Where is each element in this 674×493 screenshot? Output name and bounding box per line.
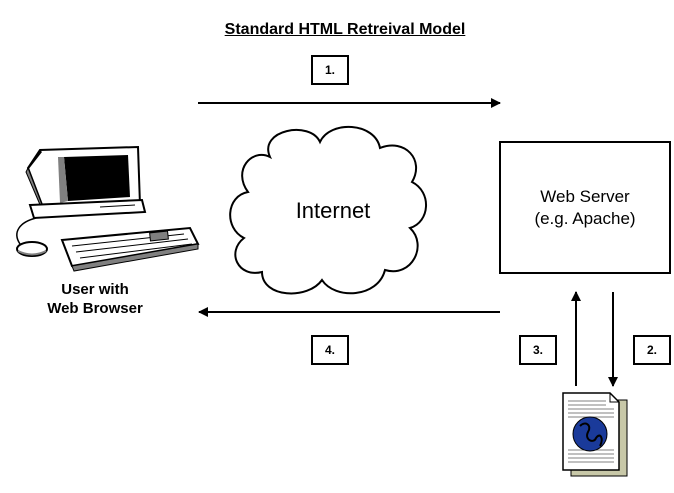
server-example: (e.g. Apache) (534, 208, 636, 228)
step-1-label: 1. (311, 55, 349, 85)
computer-icon (16, 145, 200, 272)
internet-label: Internet (295, 198, 371, 223)
client-label: User with Web Browser (30, 280, 160, 318)
client-label-line2: Web Browser (47, 300, 143, 317)
step-3-label: 3. (519, 335, 557, 365)
cloud-shape (229, 126, 427, 295)
client-label-line1: User with (61, 281, 129, 298)
step-2-label: 2. (633, 335, 671, 365)
web-server-box: Web Server (e.g. Apache) (499, 141, 671, 274)
diagram-title: Standard HTML Retreival Model (224, 21, 466, 38)
step-4-label: 4. (311, 335, 349, 365)
html-document-icon (562, 392, 628, 477)
server-name: Web Server (540, 186, 630, 206)
